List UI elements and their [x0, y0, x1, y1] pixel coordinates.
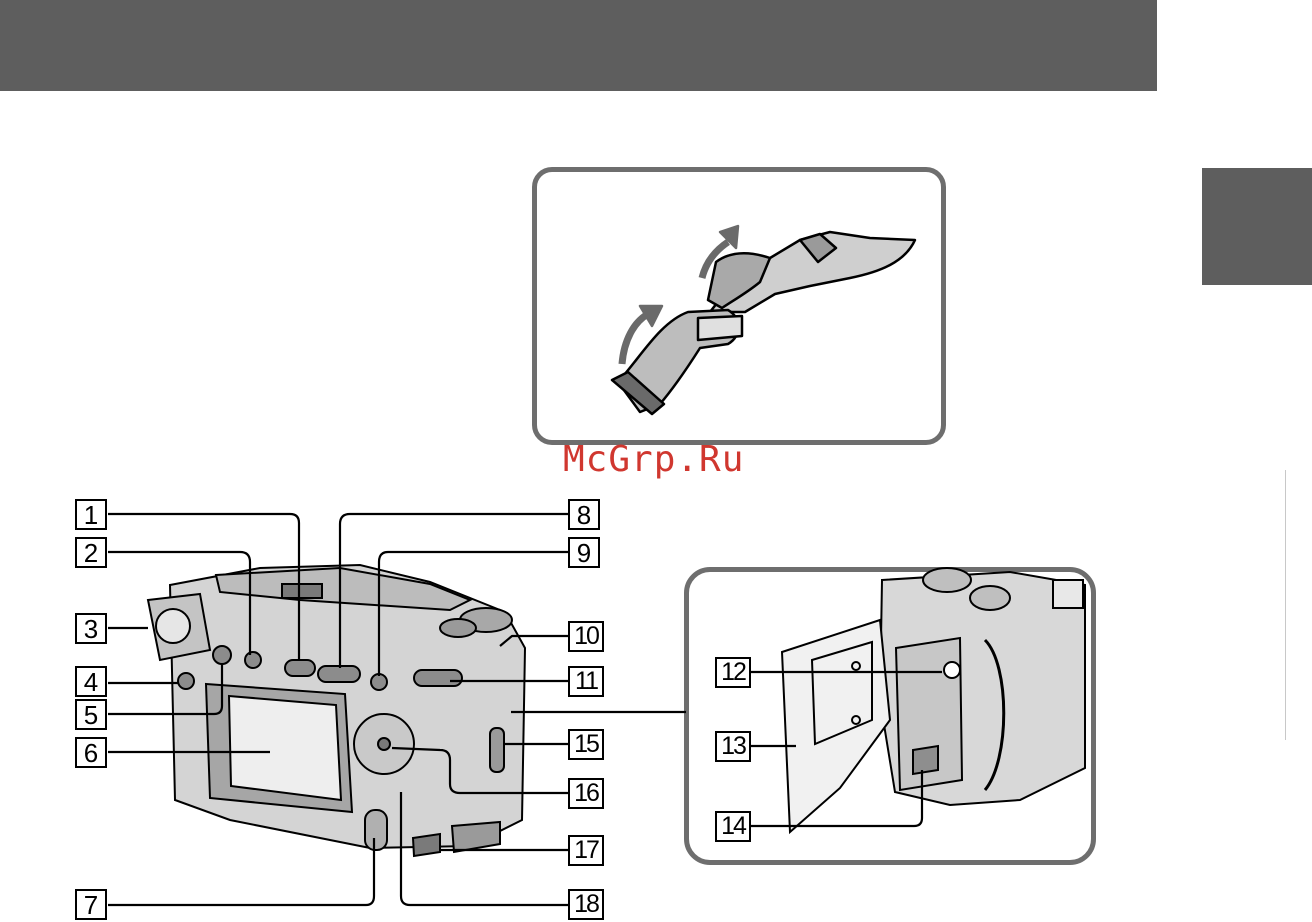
- callout-7: 7: [75, 889, 107, 920]
- callout-12: 12: [715, 657, 751, 688]
- callout-11: 11: [568, 666, 604, 697]
- callout-1: 1: [75, 499, 107, 530]
- leader-line-1: [108, 514, 299, 660]
- callout-6: 6: [75, 737, 107, 768]
- leader-line-7: [108, 838, 374, 905]
- callout-2: 2: [75, 537, 107, 568]
- leader-line-2: [108, 552, 250, 655]
- callout-15: 15: [568, 729, 604, 760]
- callout-10: 10: [568, 621, 604, 652]
- leader-line-16: [392, 748, 568, 793]
- callout-9: 9: [568, 537, 600, 568]
- callout-8: 8: [568, 499, 600, 530]
- leader-line-8: [340, 514, 568, 668]
- callout-16: 16: [568, 778, 604, 809]
- leader-line-5: [108, 664, 222, 714]
- callout-18: 18: [568, 889, 604, 920]
- leader-line-9: [379, 552, 568, 676]
- callout-14: 14: [715, 811, 751, 842]
- callout-5: 5: [75, 699, 107, 730]
- callout-3: 3: [75, 613, 107, 644]
- callout-4: 4: [75, 666, 107, 697]
- leader-line-10: [500, 636, 568, 646]
- callout-13: 13: [715, 731, 751, 762]
- leader-line-18: [401, 792, 568, 905]
- callout-17: 17: [568, 835, 604, 866]
